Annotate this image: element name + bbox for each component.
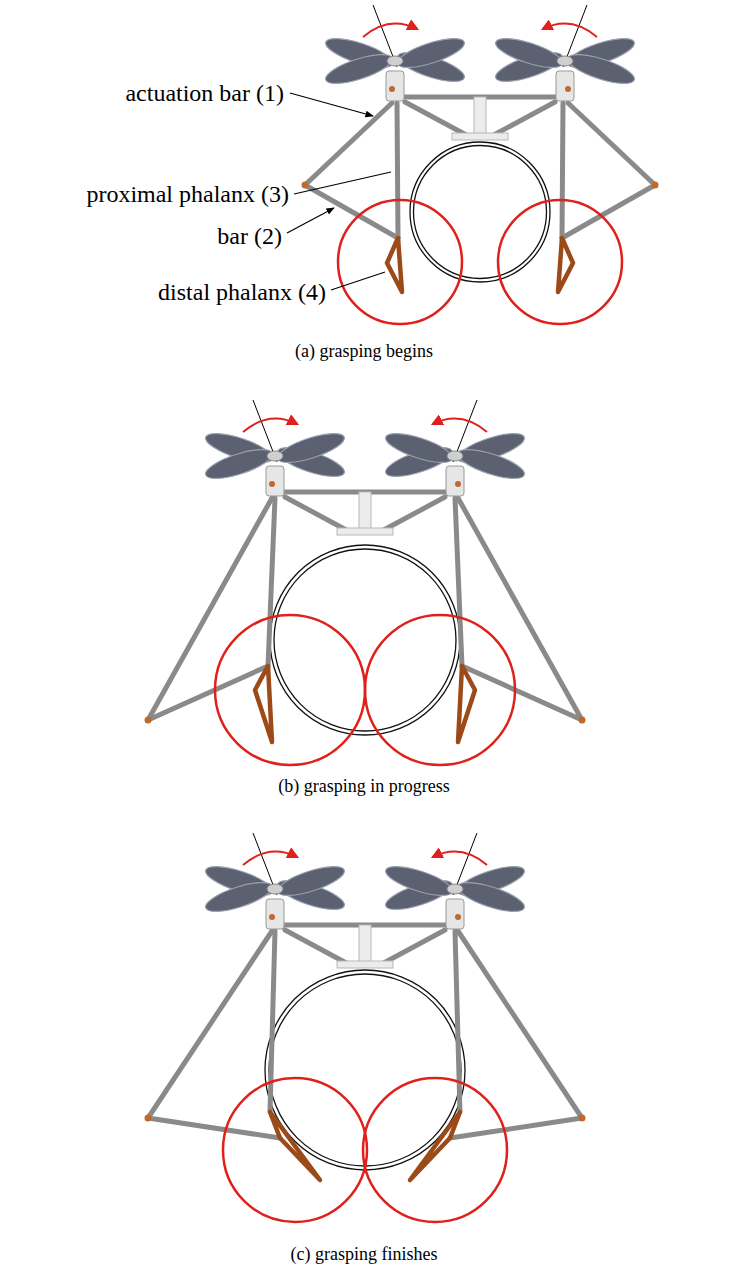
grasped-ring bbox=[265, 970, 465, 1170]
part-label: proximal phalanx (3) bbox=[86, 180, 289, 209]
frame-strut bbox=[285, 497, 350, 532]
actuation-bar bbox=[305, 103, 392, 185]
distal-phalanx bbox=[410, 1112, 460, 1180]
center-mount bbox=[337, 528, 393, 535]
rotor bbox=[203, 400, 348, 496]
leader-arrow bbox=[287, 208, 334, 233]
grasped-ring bbox=[414, 146, 547, 279]
elbow-joint bbox=[145, 717, 152, 724]
subfigure-caption: (c) grasping finishes bbox=[291, 1244, 438, 1266]
elbow-joint bbox=[579, 1115, 586, 1122]
highlight-circle bbox=[363, 1078, 507, 1222]
distal-phalanx bbox=[558, 238, 573, 292]
proximal-phalanx bbox=[455, 498, 462, 666]
distal-phalanx bbox=[270, 1112, 320, 1180]
proximal-phalanx bbox=[455, 931, 460, 1112]
rotor bbox=[493, 5, 638, 101]
actuation-bar bbox=[568, 103, 655, 185]
leader-line bbox=[294, 172, 391, 194]
center-mount bbox=[452, 133, 508, 140]
link-bar bbox=[305, 185, 398, 238]
highlight-circle bbox=[215, 615, 365, 765]
rotor bbox=[383, 833, 528, 929]
panel-a bbox=[287, 5, 659, 324]
frame-strut bbox=[380, 497, 445, 532]
highlight-circle bbox=[498, 200, 622, 324]
elbow-joint bbox=[579, 717, 586, 724]
actuation-bar bbox=[148, 498, 272, 720]
elbow-joint bbox=[652, 182, 659, 189]
rotor bbox=[203, 833, 348, 929]
part-label: actuation bar (1) bbox=[125, 79, 284, 108]
center-mount bbox=[359, 925, 371, 963]
link-bar bbox=[562, 185, 655, 238]
leader-line bbox=[331, 272, 385, 290]
center-mount bbox=[474, 97, 486, 135]
actuation-bar bbox=[458, 498, 582, 720]
grasped-ring bbox=[270, 545, 460, 735]
subfigure-caption: (b) grasping in progress bbox=[278, 776, 449, 798]
proximal-phalanx bbox=[562, 103, 563, 238]
proximal-phalanx bbox=[270, 931, 275, 1112]
part-label: distal phalanx (4) bbox=[158, 278, 326, 307]
frame-strut bbox=[405, 102, 470, 137]
center-mount bbox=[337, 961, 393, 968]
distal-phalanx bbox=[255, 666, 272, 742]
part-label: bar (2) bbox=[217, 222, 282, 251]
frame-strut bbox=[285, 930, 350, 965]
leader-arrow bbox=[290, 93, 373, 116]
rotor bbox=[323, 5, 468, 101]
center-mount bbox=[359, 492, 371, 530]
link-bar bbox=[450, 1118, 582, 1138]
link-bar bbox=[148, 666, 268, 720]
distal-phalanx bbox=[458, 666, 475, 742]
highlight-circle bbox=[338, 200, 462, 324]
subfigure-caption: (a) grasping begins bbox=[295, 341, 433, 363]
highlight-circle bbox=[223, 1078, 367, 1222]
panel-b bbox=[145, 400, 586, 765]
elbow-joint bbox=[302, 182, 309, 189]
proximal-phalanx bbox=[268, 498, 275, 666]
frame-strut bbox=[380, 930, 445, 965]
panel-c bbox=[145, 833, 586, 1222]
rotor bbox=[383, 400, 528, 496]
frame-strut bbox=[490, 102, 555, 137]
proximal-phalanx bbox=[397, 103, 398, 238]
elbow-joint bbox=[145, 1115, 152, 1122]
link-bar bbox=[148, 1118, 280, 1138]
highlight-circle bbox=[365, 615, 515, 765]
grasped-ring bbox=[410, 142, 550, 282]
link-bar bbox=[462, 666, 582, 720]
distal-phalanx bbox=[387, 238, 402, 292]
